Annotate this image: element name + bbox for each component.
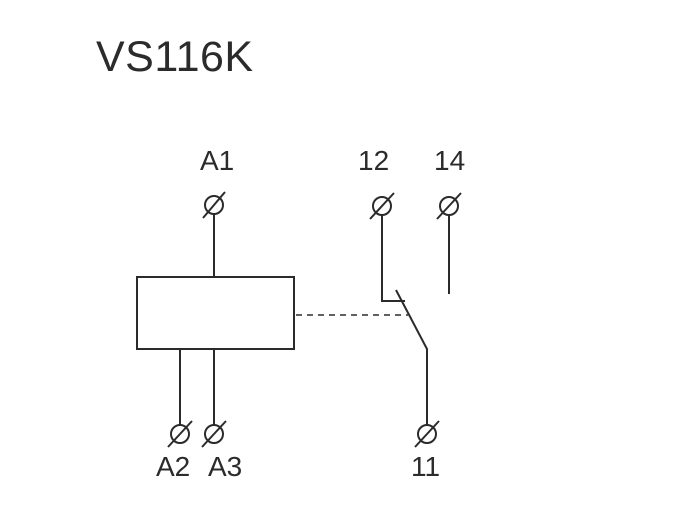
device-title: VS116K <box>96 33 254 81</box>
terminal-11-symbol <box>414 420 440 448</box>
contact-12-nc <box>381 215 405 302</box>
terminal-a3-symbol <box>201 420 227 448</box>
label-a2: A2 <box>156 451 191 482</box>
terminal-a2-symbol <box>167 420 193 448</box>
label-14: 14 <box>434 145 466 176</box>
relay-coil <box>136 276 295 350</box>
label-11: 11 <box>411 451 441 482</box>
contact-11-blade <box>395 289 428 425</box>
label-a1: A1 <box>200 145 235 176</box>
label-12: 12 <box>358 145 390 176</box>
label-a3: A3 <box>208 451 243 482</box>
